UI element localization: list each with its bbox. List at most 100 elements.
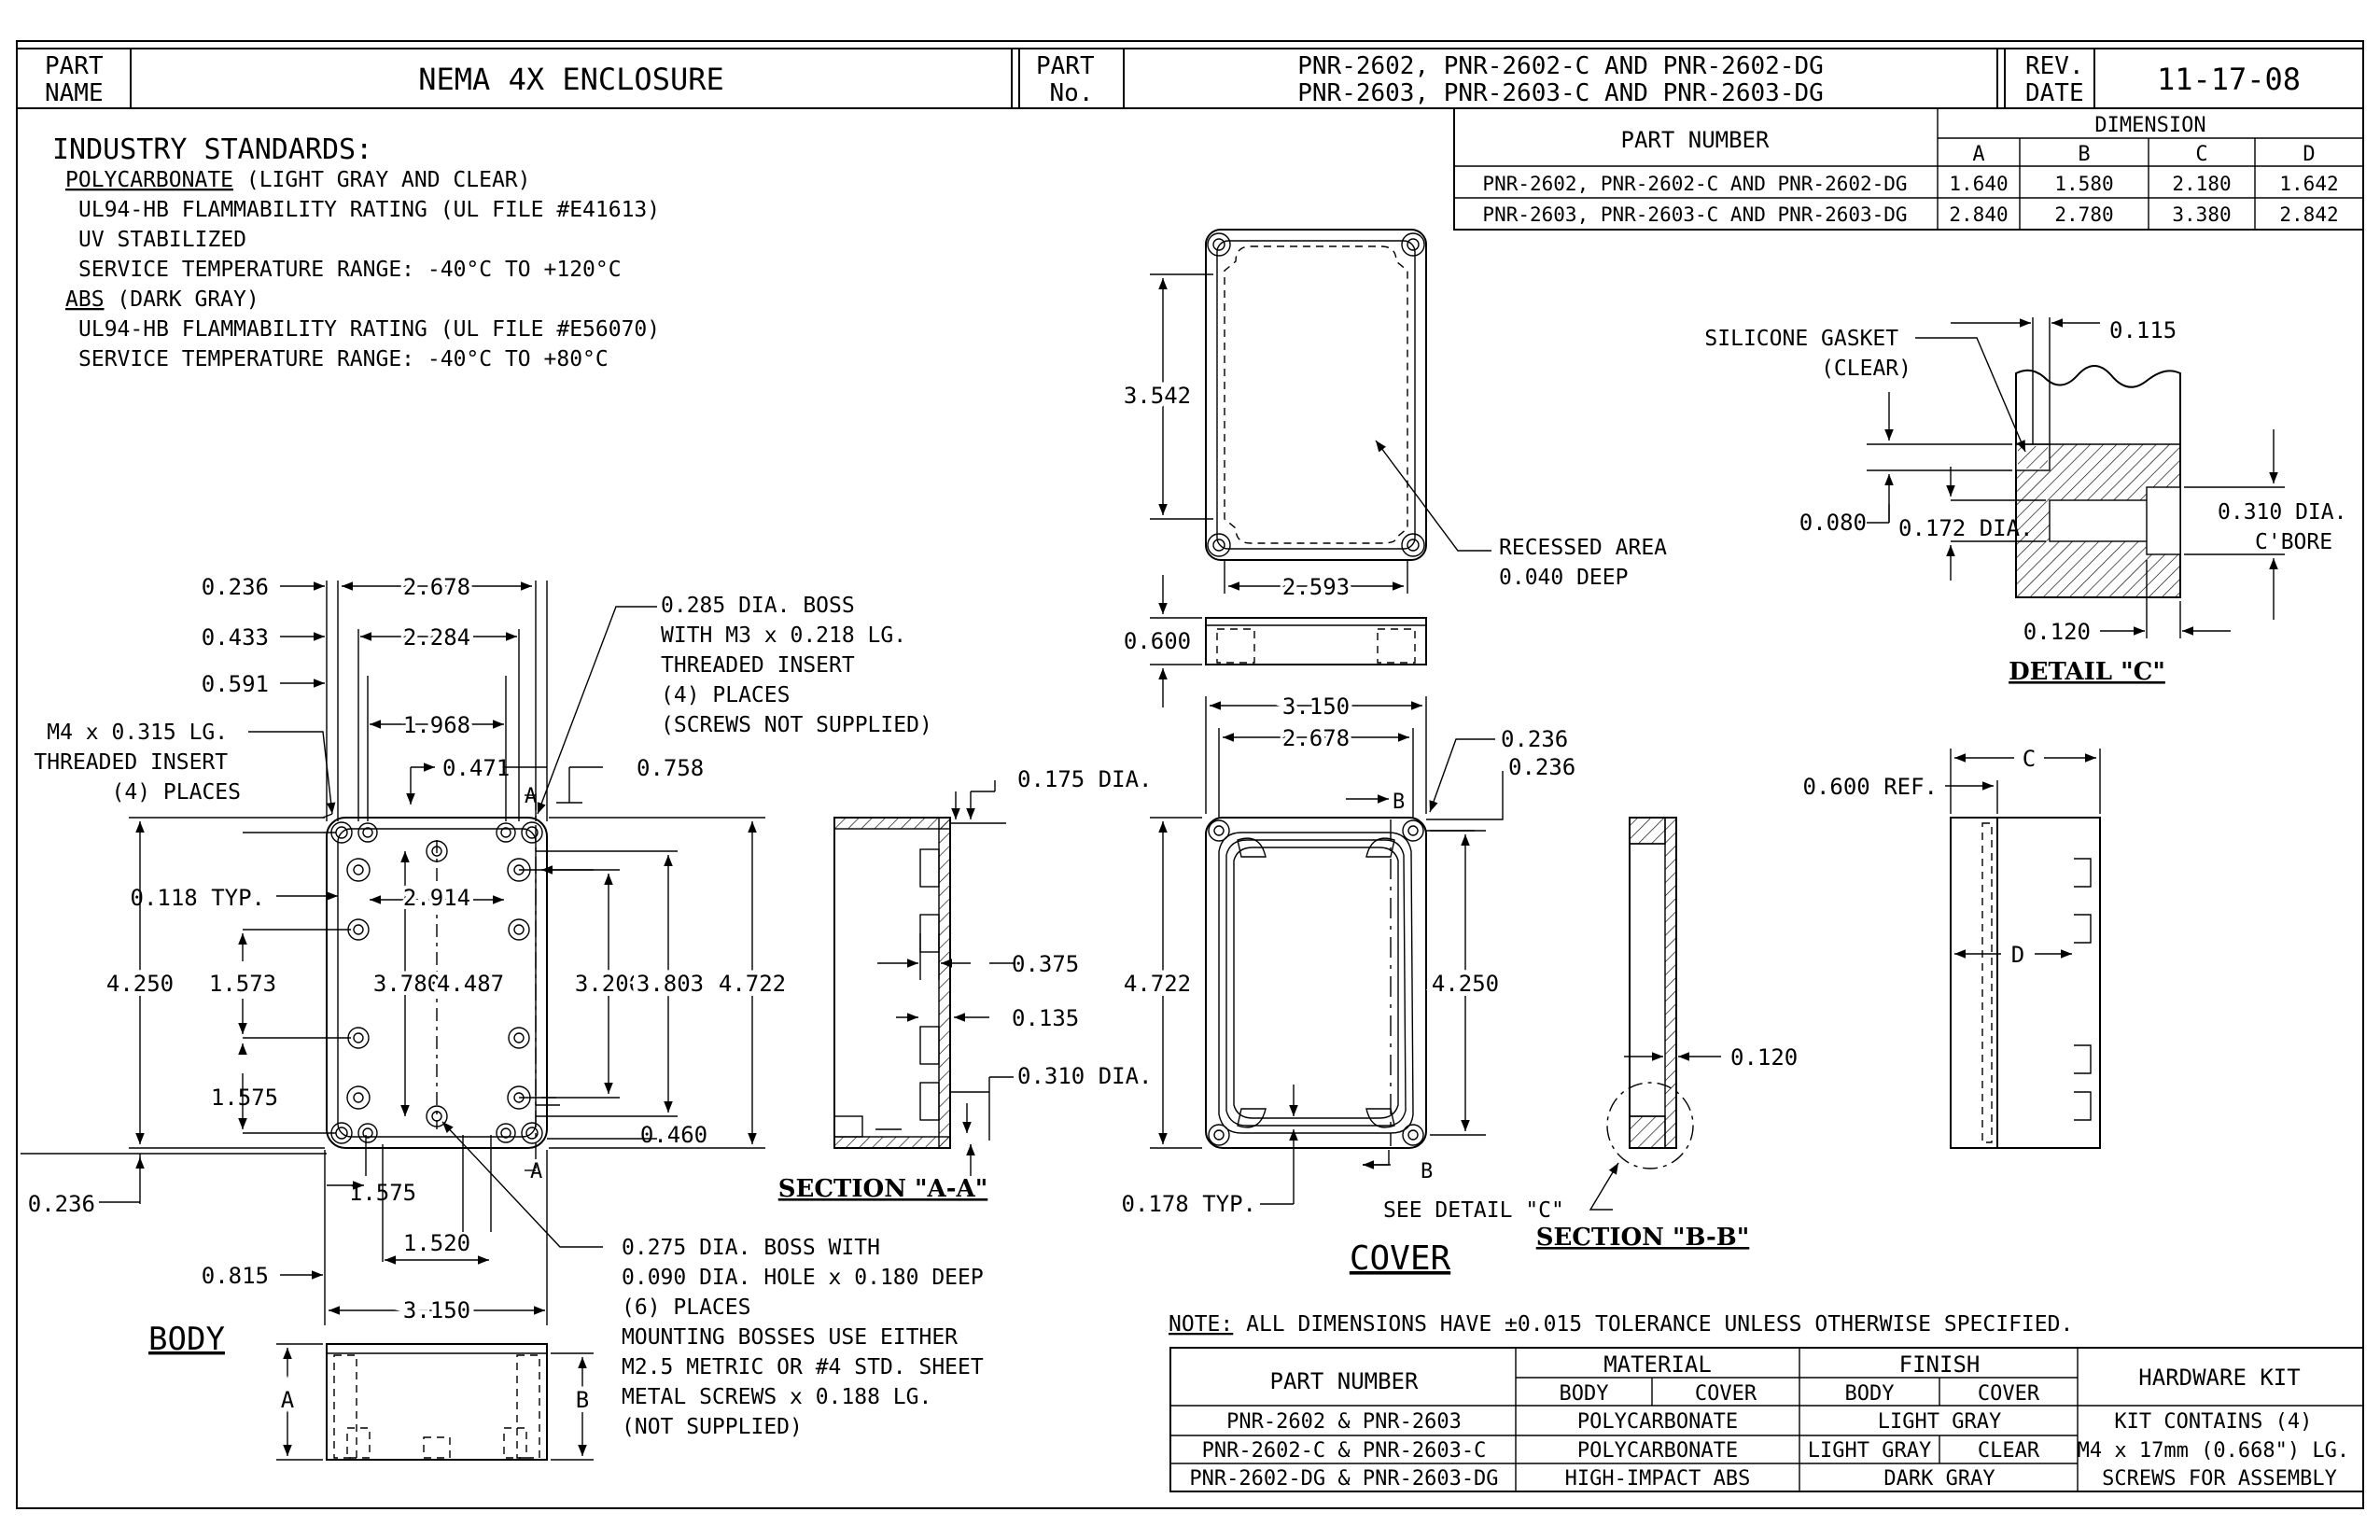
- detail-c-dim-0310: 0.310 DIA. C'BORE: [2218, 500, 2359, 554]
- silicone-gasket-label: SILICONE GASKET (CLEAR): [1704, 327, 1911, 381]
- dim-table-group-header: DIMENSION: [2094, 114, 2205, 137]
- cover-dim-0600: 0.600: [1124, 628, 1191, 654]
- section-aa-view: 0.175 DIA. 0.375 0.135 0.310 DIA. SECTIO…: [778, 766, 1153, 1203]
- body-dim-0460: 0.460: [640, 1122, 707, 1148]
- body-dim-4722: 4.722: [719, 971, 786, 997]
- section-bb-view: 0.120 SECTION "B-B": [1536, 817, 1798, 1252]
- sec-aa-dim-0135: 0.135: [1012, 1005, 1079, 1031]
- section-b-marker-bottom: B: [1421, 1160, 1433, 1183]
- body-dim-1575-horizontal: 1.575: [349, 1180, 416, 1206]
- hardware-kit-contents: KIT CONTAINS (4) M4 x 17mm (0.668") LG. …: [2078, 1410, 2362, 1491]
- mat-row-3-material: HIGH-IMPACT ABS: [1565, 1467, 1751, 1491]
- cover-dim-0236-b: 0.236: [1508, 754, 1575, 780]
- body-dim-0118: 0.118 TYP.: [131, 885, 266, 911]
- section-a-marker-top: A: [525, 785, 537, 808]
- dim-row-1-b: 1.580: [2054, 173, 2113, 195]
- body-dim-1575-vertical: 1.575: [211, 1085, 278, 1111]
- mat-row-2-finish-body: LIGHT GRAY: [1808, 1439, 1931, 1463]
- side-dim-ref: 0.600 REF.: [1803, 774, 1939, 800]
- detail-c-view: SILICONE GASKET (CLEAR) 0.115 0.080 0.17…: [1704, 317, 2359, 686]
- body-side-label-b: B: [576, 1387, 589, 1413]
- detail-c-dim-0120: 0.120: [2023, 619, 2091, 645]
- body-dim-0236-bottom: 0.236: [28, 1191, 95, 1217]
- dim-row-1-part: PNR-2602, PNR-2602-C AND PNR-2602-DG: [1482, 173, 1907, 195]
- part-name: NEMA 4X ENCLOSURE: [418, 62, 724, 97]
- body-dim-4250: 4.250: [106, 971, 174, 997]
- dim-row-1-d: 1.642: [2279, 173, 2338, 195]
- mat-sub-body: BODY: [1560, 1382, 1609, 1406]
- cover-dim-2593: 2.593: [1282, 574, 1350, 600]
- title-block: PART NAME NEMA 4X ENCLOSURE PART No. PNR…: [16, 40, 2364, 1509]
- body-dim-3780: 3.780: [373, 971, 441, 997]
- body-dim-0758: 0.758: [637, 755, 704, 781]
- dim-row-2-b: 2.780: [2054, 203, 2113, 226]
- standards-line-3: SERVICE TEMPERATURE RANGE: -40°C TO +120…: [78, 258, 622, 282]
- section-a-marker-bottom: A: [530, 1160, 542, 1183]
- cover-view-title: COVER: [1350, 1239, 1451, 1278]
- section-aa-title: SECTION "A-A": [778, 1175, 988, 1203]
- note-m3-boss: 0.285 DIA. BOSS WITH M3 x 0.218 LG. THRE…: [661, 594, 932, 737]
- cover-dim-0178: 0.178 TYP.: [1122, 1191, 1257, 1217]
- standards-line-6: SERVICE TEMPERATURE RANGE: -40°C TO +80°…: [78, 347, 609, 371]
- cover-dim-0236-a: 0.236: [1501, 726, 1568, 752]
- dim-col-b: B: [2078, 143, 2090, 166]
- body-view-title: BODY: [148, 1321, 225, 1358]
- mat-row-2-finish-cover: CLEAR: [1978, 1439, 2040, 1463]
- detail-c-dim-0080: 0.080: [1799, 510, 1867, 536]
- mat-row-1-material: POLYCARBONATE: [1577, 1410, 1738, 1434]
- mat-table-kit-header: HARDWARE KIT: [2138, 1365, 2300, 1391]
- dim-col-c: C: [2195, 143, 2207, 166]
- detail-c-dim-0115: 0.115: [2109, 317, 2177, 343]
- detail-c-title: DETAIL "C": [2009, 658, 2165, 686]
- body-dim-1573: 1.573: [209, 971, 276, 997]
- dim-row-2-c: 3.380: [2172, 203, 2231, 226]
- sec-aa-dim-0175: 0.175 DIA.: [1017, 766, 1153, 792]
- cover-dim-3542: 3.542: [1124, 383, 1191, 409]
- mat-row-3-part: PNR-2602-DG & PNR-2603-DG: [1189, 1467, 1498, 1491]
- part-name-label-2: NAME: [45, 79, 104, 107]
- standards-line-2: UV STABILIZED: [78, 228, 246, 252]
- mat-row-2-material: POLYCARBONATE: [1577, 1439, 1738, 1463]
- note-mounting-boss: 0.275 DIA. BOSS WITH 0.090 DIA. HOLE x 0…: [622, 1236, 997, 1439]
- industry-standards: INDUSTRY STANDARDS: POLYCARBONATE (LIGHT…: [52, 133, 660, 371]
- body-outline: [326, 817, 548, 1149]
- finish-sub-cover: COVER: [1978, 1382, 2040, 1406]
- section-bb-title: SECTION "B-B": [1536, 1224, 1750, 1252]
- sec-aa-dim-0375: 0.375: [1012, 951, 1079, 977]
- mat-row-2-part: PNR-2602-C & PNR-2603-C: [1202, 1439, 1487, 1463]
- finish-sub-body: BODY: [1845, 1382, 1895, 1406]
- dim-table-part-header: PART NUMBER: [1621, 127, 1770, 153]
- rev-date: 11-17-08: [2157, 62, 2301, 97]
- cover-top-outline: [1205, 229, 1427, 561]
- mat-row-3-finish: DARK GRAY: [1883, 1467, 1995, 1491]
- standards-line-4: ABS (DARK GRAY): [65, 287, 259, 312]
- body-view: 0.236 2.678 0.433 2.284 0.591 1.968 0.47…: [21, 570, 997, 1461]
- part-no-label-1: PART: [1036, 52, 1095, 80]
- body-dim-0591: 0.591: [202, 671, 269, 697]
- part-name-label-1: PART: [45, 52, 104, 80]
- body-dim-0433: 0.433: [202, 624, 269, 651]
- body-dim-1968: 1.968: [403, 712, 470, 738]
- side-dim-d: D: [2011, 942, 2024, 968]
- mat-row-1-finish: LIGHT GRAY: [1878, 1410, 2001, 1434]
- rev-label-2: DATE: [2025, 79, 2084, 107]
- part-no-label-2: No.: [1050, 79, 1094, 107]
- body-inner-wall: [337, 828, 537, 1138]
- body-dim-0236: 0.236: [202, 574, 269, 600]
- note-m4-insert: M4 x 0.315 LG. THREADED INSERT (4) PLACE…: [34, 721, 241, 805]
- mat-table-material-header: MATERIAL: [1603, 1351, 1712, 1378]
- body-dim-2914: 2.914: [403, 885, 470, 911]
- see-detail-c: SEE DETAIL "C": [1383, 1198, 1564, 1223]
- dim-col-d: D: [2303, 143, 2315, 166]
- cover-dim-4722: 4.722: [1124, 971, 1191, 997]
- standards-line-5: UL94-HB FLAMMABILITY RATING (UL FILE #E5…: [78, 317, 660, 342]
- dim-row-2-part: PNR-2603, PNR-2603-C AND PNR-2603-DG: [1482, 203, 1907, 226]
- body-dim-2284: 2.284: [403, 624, 470, 651]
- body-dim-2678: 2.678: [403, 574, 470, 600]
- dim-row-1-c: 2.180: [2172, 173, 2231, 195]
- detail-c-dim-0172: 0.172 DIA.: [1898, 515, 2034, 541]
- mat-table-finish-header: FINISH: [1899, 1351, 1981, 1378]
- cover-view: 3.542 2.593 0.600 3.150 2.678 0.236 0.23…: [1119, 229, 1667, 1278]
- assembled-side-view: 0.600 REF. C D: [1803, 746, 2101, 1149]
